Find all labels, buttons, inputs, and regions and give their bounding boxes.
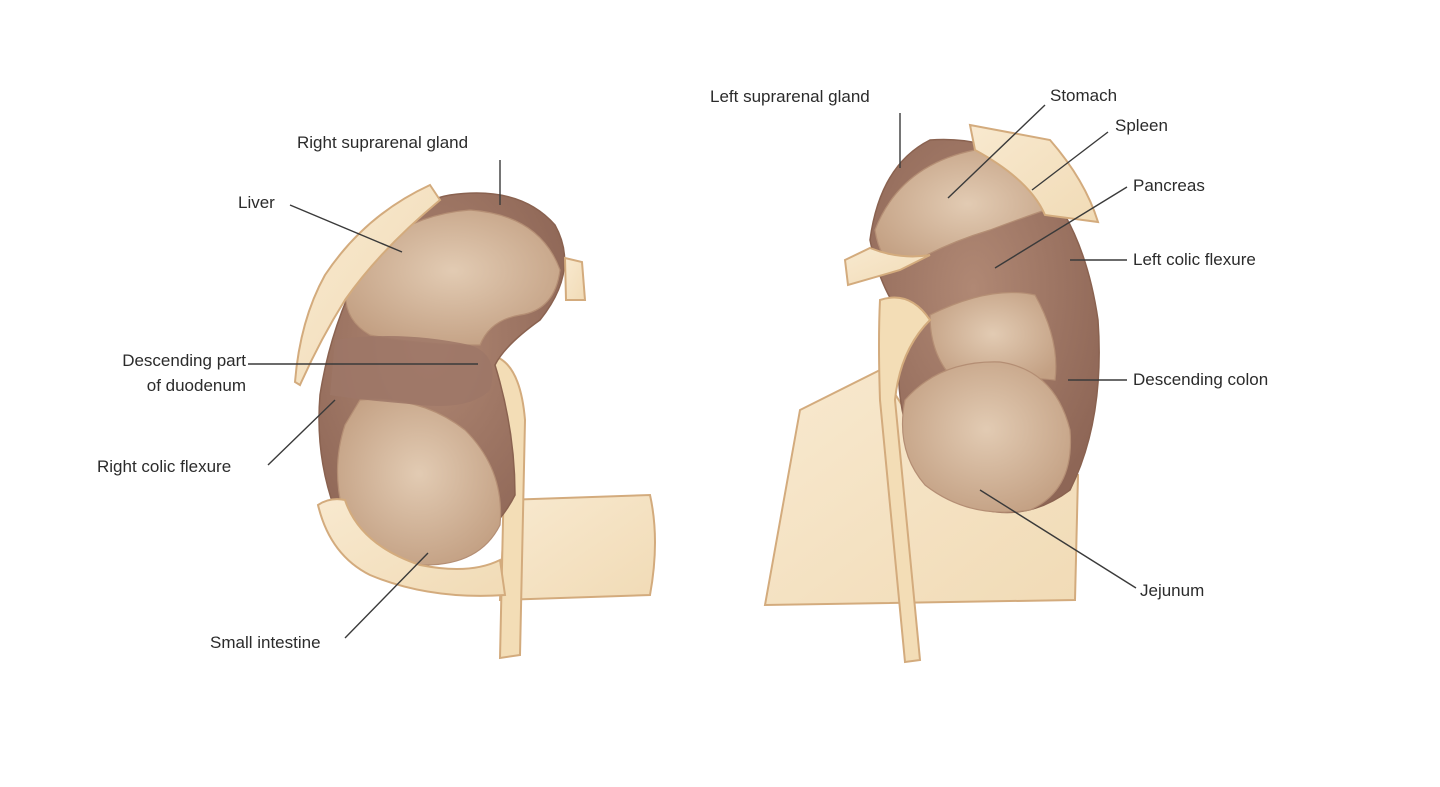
leader-right-colic-flexure xyxy=(267,399,336,466)
right-lower-flap xyxy=(316,498,507,597)
label-liver: Liver xyxy=(238,193,275,212)
right-tab xyxy=(563,256,587,301)
label-left-suprarenal-gland: Left suprarenal gland xyxy=(710,87,870,106)
right-liver-area xyxy=(344,209,561,346)
right-duodenum-band xyxy=(330,336,493,406)
label-right-colic-flexure: Right colic flexure xyxy=(97,457,232,476)
leader-stomach xyxy=(947,104,1046,199)
right-kidney-drawing xyxy=(293,183,656,660)
label-left-colic-flexure: Left colic flexure xyxy=(1133,250,1256,269)
label-right-suprarenal-gland: Right suprarenal gland xyxy=(297,133,469,152)
label-spleen: Spleen xyxy=(1115,116,1168,135)
label-jejunum: Jejunum xyxy=(1140,581,1205,600)
left-spleen-flap xyxy=(968,123,1100,224)
label-descending-colon: Descending colon xyxy=(1133,370,1269,389)
leader-jejunum xyxy=(979,489,1137,589)
leader-spleen xyxy=(1031,131,1109,191)
label-pancreas: Pancreas xyxy=(1133,176,1205,195)
leader-pancreas xyxy=(994,186,1128,269)
left-kidney-drawing xyxy=(763,123,1100,664)
label-descending-duodenum-line1: Descending part xyxy=(122,351,246,370)
right-mesentery-sheet xyxy=(498,493,656,602)
label-descending-duodenum-line2: of duodenum xyxy=(146,376,246,395)
left-stomach-flap xyxy=(843,246,931,287)
leader-small-intestine xyxy=(344,552,429,639)
left-mid-area xyxy=(929,291,1057,386)
label-small-intestine: Small intestine xyxy=(210,633,321,652)
leader-lines xyxy=(248,104,1137,639)
left-jejunum-area xyxy=(901,361,1072,513)
left-ureter xyxy=(878,296,932,664)
leader-liver xyxy=(289,204,403,253)
label-stomach: Stomach xyxy=(1050,86,1118,105)
right-liver-flap xyxy=(293,183,442,387)
